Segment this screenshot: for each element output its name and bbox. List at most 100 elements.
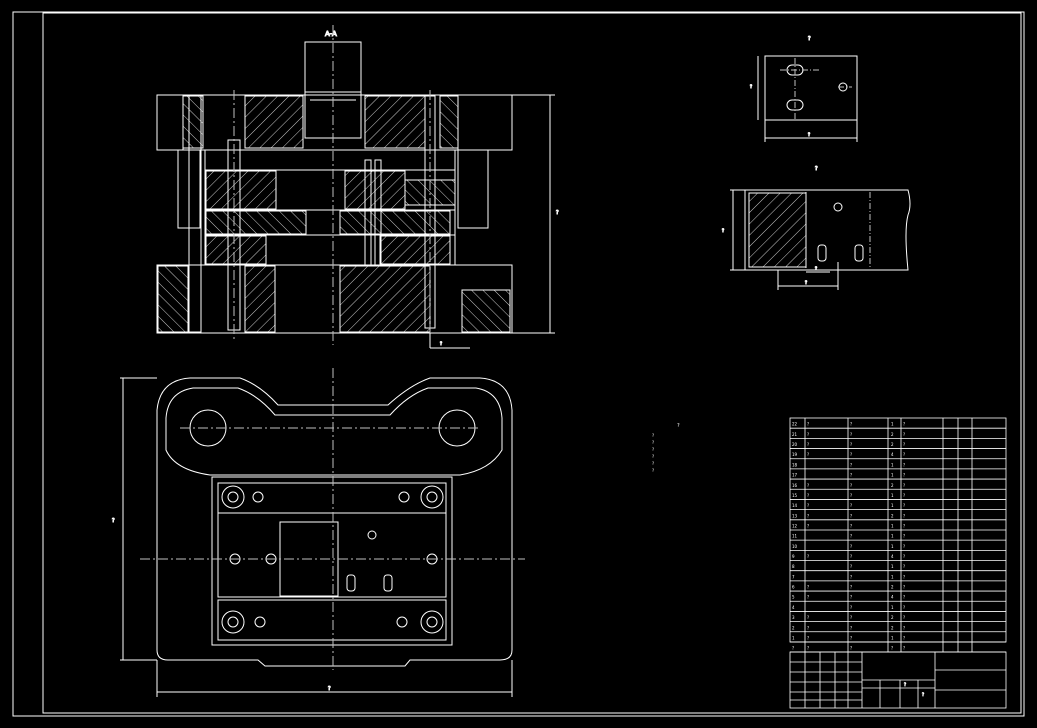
parts-list-cell: ? xyxy=(903,554,905,559)
parts-list-cell: ? xyxy=(903,503,905,508)
parts-list-cell: 19 xyxy=(792,452,798,457)
parts-list-cell: ? xyxy=(807,493,809,498)
parts-list-cell: ? xyxy=(903,534,905,539)
parts-list: 22??1?21??2?20??2?19??4?18?1?17?1?16??2?… xyxy=(789,417,1007,653)
parts-list-cell: ? xyxy=(807,452,809,457)
parts-list-cell: 4 xyxy=(891,595,894,600)
parts-list-cell: 1 xyxy=(891,605,894,610)
title-sheet-label: ? xyxy=(922,692,924,697)
plan-outline xyxy=(156,377,513,667)
punch-plate xyxy=(204,149,456,171)
parts-list-cell: ? xyxy=(903,442,905,447)
parts-list-cell: 1 xyxy=(891,462,894,467)
parts-list-cell: 20 xyxy=(792,442,798,447)
parts-list-cell: ? xyxy=(807,554,809,559)
parts-list-cell: 14 xyxy=(792,503,798,508)
parts-list-cell: 17 xyxy=(792,473,798,478)
parts-list-cell: ? xyxy=(903,605,905,610)
tech-line-5: ? xyxy=(652,461,654,466)
tech-line-1: ? xyxy=(652,433,654,438)
lower-die-plate xyxy=(156,264,513,334)
parts-list-cell: 16 xyxy=(792,483,798,488)
parts-list-cell: ? xyxy=(850,585,852,590)
plan-view: ? ? xyxy=(112,368,525,697)
parts-list-cell: ? xyxy=(850,503,852,508)
parts-list-cell: 1 xyxy=(792,635,795,640)
sheet-outer-border xyxy=(12,11,1025,717)
parts-list-cell: 1 xyxy=(891,493,894,498)
blank-title: ? xyxy=(808,36,811,42)
parts-list-cell: ? xyxy=(903,635,905,640)
parts-list-cell: 8 xyxy=(792,564,795,569)
strip-pitch-dim: ? xyxy=(805,280,807,285)
parts-list-cell: ? xyxy=(850,473,852,478)
plan-height-dim: ? xyxy=(112,518,115,524)
tech-line-4: ? xyxy=(652,454,654,459)
strip-gap-dim: ? xyxy=(815,266,817,271)
parts-list-cell: ? xyxy=(850,564,852,569)
parts-list-cell: ? xyxy=(807,635,809,640)
parts-list-cell: ? xyxy=(903,462,905,467)
parts-list-cell: ? xyxy=(850,595,852,600)
section-height-dim: ? xyxy=(556,210,559,216)
parts-list-cell: 15 xyxy=(792,493,798,498)
parts-list-cell: 1 xyxy=(891,422,894,427)
parts-list-cell: 1 xyxy=(891,564,894,569)
tech-requirements: ? ? ? ? ? ? ? xyxy=(652,423,680,473)
parts-list-header-cell: ? xyxy=(792,646,794,651)
parts-list-cell: ? xyxy=(807,615,809,620)
parts-list-cell: ? xyxy=(903,473,905,478)
parts-list-cell: ? xyxy=(903,432,905,437)
parts-list-header-cell: ? xyxy=(807,646,809,651)
title-block: ? ? xyxy=(789,651,1007,709)
parts-list-cell: ? xyxy=(903,523,905,528)
parts-list-cell: ? xyxy=(903,615,905,620)
sheet-inner-border xyxy=(42,12,1022,714)
parts-list-cell: ? xyxy=(807,585,809,590)
parts-list-cell: ? xyxy=(807,432,809,437)
parts-list-cell: ? xyxy=(807,503,809,508)
title-scale-label: ? xyxy=(904,682,906,687)
parts-list-cell: ? xyxy=(903,483,905,488)
parts-list-cell: 21 xyxy=(792,432,798,437)
tech-line-6: ? xyxy=(652,468,654,473)
parts-list-cell: ? xyxy=(850,493,852,498)
parts-list-cell: 5 xyxy=(792,595,795,600)
blank-height-dim: ? xyxy=(750,84,752,89)
parts-list-cell: ? xyxy=(850,432,852,437)
parts-list-cell: 10 xyxy=(792,544,798,549)
parts-list-cell: 1 xyxy=(891,544,894,549)
parts-list-cell: ? xyxy=(903,595,905,600)
parts-list-cell: 13 xyxy=(792,513,798,518)
parts-list-cell: ? xyxy=(850,523,852,528)
parts-list-cell: ? xyxy=(850,605,852,610)
parts-list-cell: ? xyxy=(850,635,852,640)
parts-list-cell: ? xyxy=(807,422,809,427)
parts-list-cell: ? xyxy=(850,483,852,488)
parts-list-cell: 7 xyxy=(792,574,795,579)
parts-list-cell: ? xyxy=(850,452,852,457)
section-view: A-A xyxy=(156,25,560,349)
parts-list-cell: 22 xyxy=(792,422,798,427)
strip-width-dim: ? xyxy=(722,228,724,233)
parts-list-cell: ? xyxy=(850,574,852,579)
parts-list-cell: ? xyxy=(850,442,852,447)
parts-list-header-cell: ? xyxy=(903,646,905,651)
parts-list-cell: ? xyxy=(903,452,905,457)
parts-list-cell: 6 xyxy=(792,585,795,590)
section-label: A-A xyxy=(325,30,337,38)
parts-list-cell: ? xyxy=(903,574,905,579)
parts-list-cell: 1 xyxy=(891,574,894,579)
parts-list-cell: ? xyxy=(850,615,852,620)
title-block-frame xyxy=(789,651,1007,709)
parts-list-cell: ? xyxy=(850,462,852,467)
parts-list-cell: ? xyxy=(903,564,905,569)
section-note: ? xyxy=(440,341,442,346)
parts-list-cell: 12 xyxy=(792,523,798,528)
blank-view: ? ? ? xyxy=(750,36,858,142)
parts-list-header-cell: ? xyxy=(850,646,852,651)
parts-list-cell: 1 xyxy=(891,534,894,539)
parts-list-cell: 1 xyxy=(891,523,894,528)
parts-list-cell: 2 xyxy=(891,585,894,590)
